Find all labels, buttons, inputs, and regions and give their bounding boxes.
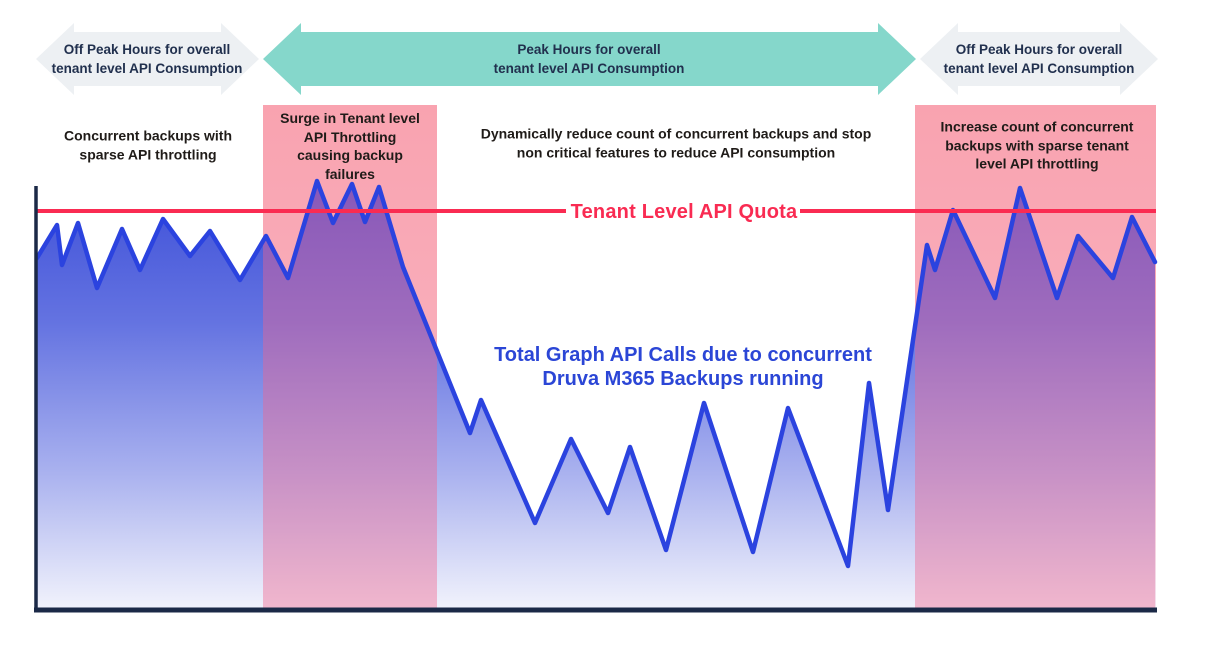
annotation-concurrent-backups: Concurrent backups with sparse API throt… [63, 127, 233, 163]
api-calls-area-fill [37, 181, 1155, 610]
peak-hours-banner-label: Peak Hours for overall tenant level API … [493, 42, 685, 76]
series-label: Total Graph API Calls due to concurrent … [494, 344, 872, 390]
api-calls-line [34, 178, 1158, 569]
peak-hours-arrow [263, 23, 916, 95]
off-peak-left-arrow [36, 23, 259, 95]
off-peak-right-banner-label: Off Peak Hours for overall tenant level … [943, 42, 1135, 76]
off-peak-left-banner-label: Off Peak Hours for overall tenant level … [51, 42, 243, 76]
quota-line-label: Tenant Level API Quota [570, 201, 798, 223]
annotation-surge-throttling: Surge in Tenant level API Throttling cau… [280, 110, 420, 182]
annotation-increase-backups: Increase count of concurrent backups wit… [940, 118, 1134, 172]
annotation-reduce-backups: Dynamically reduce count of concurrent b… [480, 125, 872, 161]
off-peak-right-arrow [920, 23, 1158, 95]
